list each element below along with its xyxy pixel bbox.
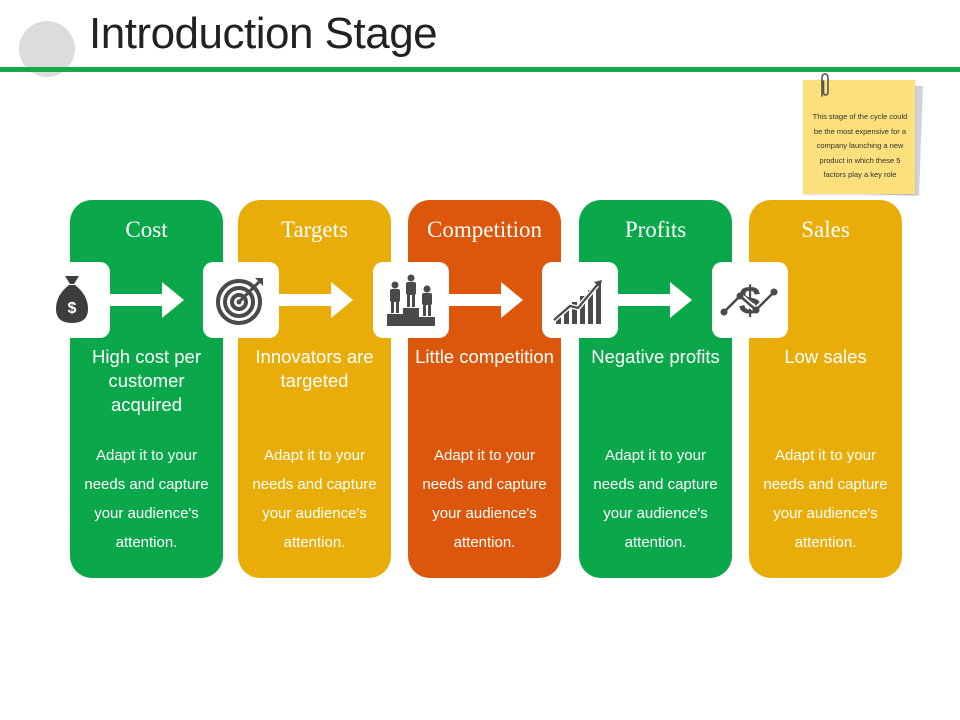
icon-tile: $ [712,262,788,338]
stage-card-profits: Profits Negative profits Adapt it to you… [579,200,732,578]
arrow-right-icon [110,282,184,318]
stage-card-targets: Targets Innovators are targeted Adapt it… [238,200,391,578]
paperclip-icon [821,73,829,97]
stage-description: Adapt it to your needs and capture your … [593,447,718,551]
stage-description: Adapt it to your needs and capture your … [763,447,888,551]
stage-heading: Sales [801,217,850,242]
icon-tile: $ [34,262,110,338]
icon-tile [373,262,449,338]
stage-label: Innovators are targeted [255,346,374,391]
target-icon [216,278,263,325]
stage-label: Negative profits [591,346,720,367]
svg-text:$: $ [68,300,77,317]
stage-card-cost: Cost High cost per customer acquired Ada… [70,200,223,578]
arrow-right-icon [618,282,692,318]
icon-tile [203,262,279,338]
stage-card-sales: Sales Low sales Adapt it to your needs a… [749,200,902,578]
title-underline [0,67,960,72]
stage-description: Adapt it to your needs and capture your … [252,447,377,551]
stage-description: Adapt it to your needs and capture your … [422,447,547,551]
stage-description: Adapt it to your needs and capture your … [84,447,209,551]
stage-label: High cost per customer acquired [92,346,201,415]
podium-people-icon [387,274,435,326]
icon-tile [542,262,618,338]
sticky-note-text: This stage of the cycle could be the mos… [812,112,908,179]
dollar-trend-icon: $ [720,279,778,323]
sticky-note: This stage of the cycle could be the mos… [803,73,923,200]
stage-card-competition: Competition Little competition Adapt it … [408,200,561,578]
stage-heading: Profits [624,217,687,242]
arrow-right-icon [279,282,353,318]
stage-heading: Targets [281,217,348,242]
page-title: Introduction Stage [89,9,438,58]
stage-label: Little competition [415,346,554,367]
sticky-note-paper: This stage of the cycle could be the mos… [803,80,915,194]
money-bag-icon: $ [56,276,88,323]
stage-heading: Cost [125,217,168,242]
bar-chart-icon [552,280,602,324]
arrow-right-icon [449,282,523,318]
stage-label: Low sales [784,346,867,367]
stage-heading: Competition [427,217,542,242]
